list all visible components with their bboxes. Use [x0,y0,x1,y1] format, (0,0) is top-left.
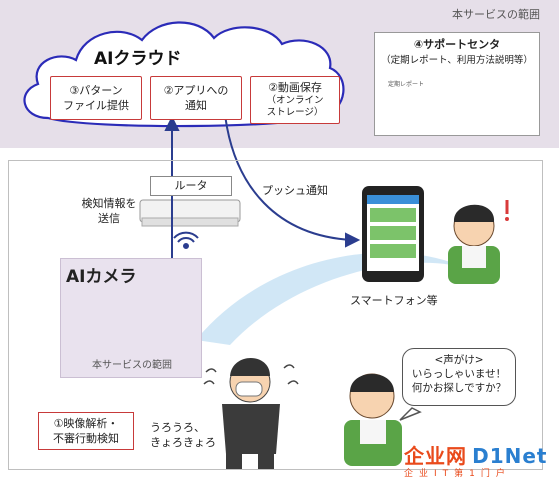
pattern-file-line1: ③パターン [69,84,123,97]
video-analysis-line1: ①映像解析・ [53,417,119,430]
clerk-greeting [344,373,402,466]
watermark-main: 企业网 [404,444,467,468]
camera-scope-label: 本サービスの範囲 [92,360,172,371]
video-analysis-box: ①映像解析・ 不審行動検知 [38,412,134,450]
app-notify-box: ②アプリへの 通知 [150,76,242,120]
video-analysis-line2: 不審行動検知 [53,432,119,445]
video-storage-box: ②動画保存 （オンライン ストレージ） [250,76,340,124]
video-storage-line1: ②動画保存 [268,81,322,94]
router-device [139,199,241,227]
report-label: 定期レポート [388,81,425,88]
pattern-file-line2: ファイル提供 [63,99,129,112]
app-notify-line2: 通知 [185,99,207,112]
cloud-title: AIクラウド [94,49,182,69]
service-scope-label: 本サービスの範囲 [452,8,540,21]
push-notification-label: プッシュ通知 [262,184,328,197]
suspect-text-line2: きょろきょろ [150,436,216,449]
shopkeeper-alarmed [448,200,509,284]
pattern-file-box: ③パターン ファイル提供 [50,76,142,120]
watermark-brand: D1Net [472,444,548,468]
store-area-frame [8,160,543,470]
support-center-box [374,32,540,136]
video-storage-line2: （オンライン [266,95,324,106]
arrow-push [223,105,361,248]
send-info-label: 検知情報を 送信 [74,196,144,226]
send-info-line1: 検知情報を [81,197,137,210]
watermark-sub: 企业IT第1门户 [404,469,511,479]
greeting-speech-bubble: <声がけ> いらっしゃいませ！ 何かお探しですか？ [402,348,516,406]
smartphone-label: スマートフォン等 [350,294,438,307]
ai-camera-box [60,258,202,378]
send-info-line2: 送信 [98,212,120,225]
ai-camera-title: AIカメラ [66,267,137,287]
greeting-line2: いらっしゃいませ！ [411,368,507,380]
speech-tail [399,407,422,421]
app-notify-line1: ②アプリへの [163,84,229,97]
router-label: ルータ [150,176,232,196]
suspicious-person [203,358,299,470]
video-storage-line3: ストレージ） [266,107,324,118]
suspect-text-line1: うろうろ、 [150,421,205,434]
arrow-send-up [164,115,180,278]
watermark: 企业网 D1Net [404,440,547,469]
support-center-title: ④サポートセンタ [413,38,501,51]
wifi-icon [173,231,199,249]
smartphone-illustration [362,186,424,282]
greeting-line3: 何かお探しですか？ [411,382,507,394]
support-center-subtitle: （定期レポート、利用方法説明等） [381,55,533,66]
greeting-line1: <声がけ> [434,354,484,366]
suspect-behavior-text: うろうろ、 きょろきょろ [150,420,216,450]
